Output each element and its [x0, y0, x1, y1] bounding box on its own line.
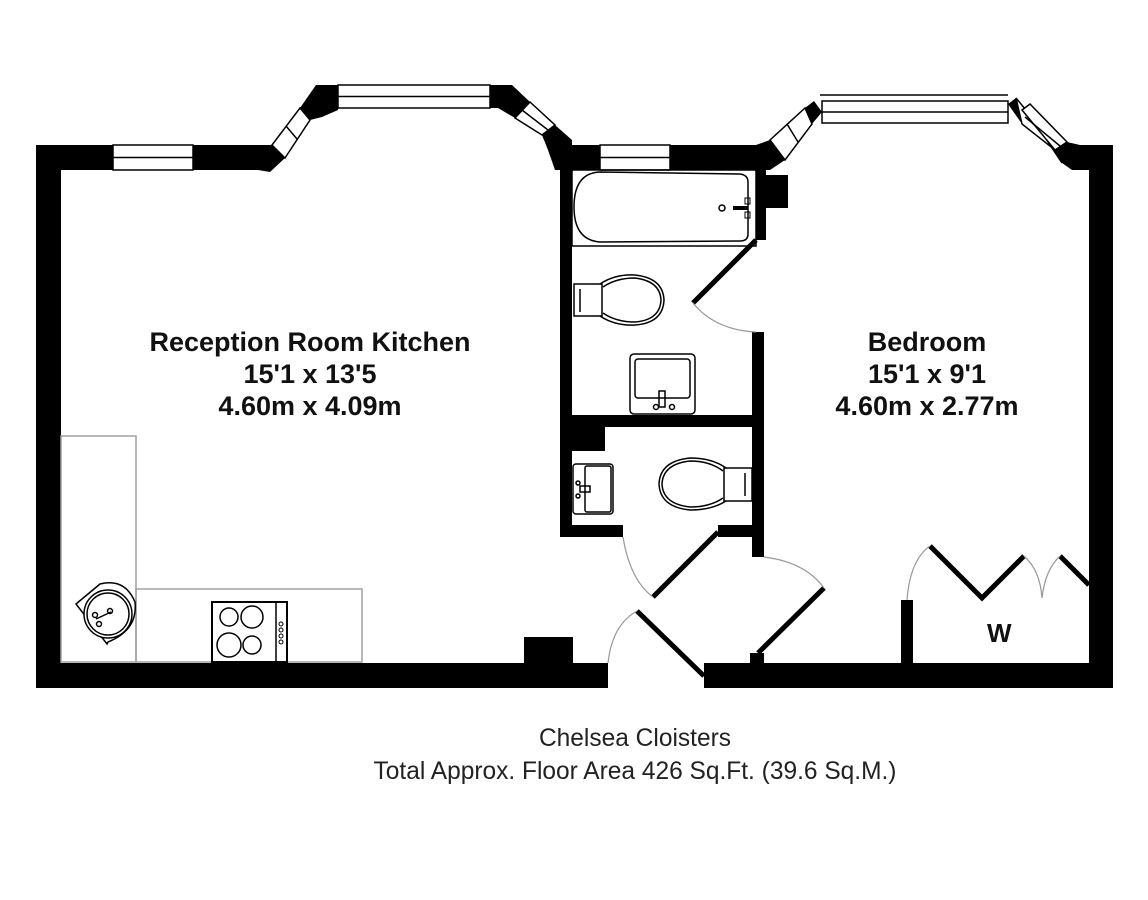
- property-name: Chelsea Cloisters: [538, 724, 731, 752]
- room-label-reception-kitchen: Reception Room Kitchen 15'1 x 13'5 4.60m…: [110, 326, 510, 422]
- bathroom-wc: [573, 274, 665, 326]
- windows: [112, 84, 1069, 171]
- doors: [607, 238, 1091, 678]
- bathroom-basin: [629, 353, 696, 415]
- room-metric-dimensions: 4.60m x 4.09m: [218, 391, 402, 421]
- room-name: Reception Room Kitchen: [149, 327, 471, 357]
- floor-area: Total Approx. Floor Area 426 Sq.Ft. (39.…: [373, 757, 897, 785]
- wardrobe-label: W: [987, 618, 1012, 648]
- wc-room-basin: [572, 463, 614, 515]
- room-imperial-dimensions: 15'1 x 13'5: [243, 359, 377, 389]
- room-metric-dimensions: 4.60m x 2.77m: [835, 391, 1019, 421]
- kitchen-sink: [74, 582, 136, 646]
- wc-room-wc: [658, 457, 753, 511]
- room-imperial-dimensions: 15'1 x 9'1: [868, 359, 986, 389]
- hob: [211, 601, 288, 663]
- bath: [571, 169, 757, 247]
- room-name: Bedroom: [867, 327, 987, 357]
- caption: Chelsea Cloisters Total Approx. Floor Ar…: [13, 722, 1148, 788]
- room-label-bedroom: Bedroom 15'1 x 9'1 4.60m x 2.77m: [792, 326, 1062, 422]
